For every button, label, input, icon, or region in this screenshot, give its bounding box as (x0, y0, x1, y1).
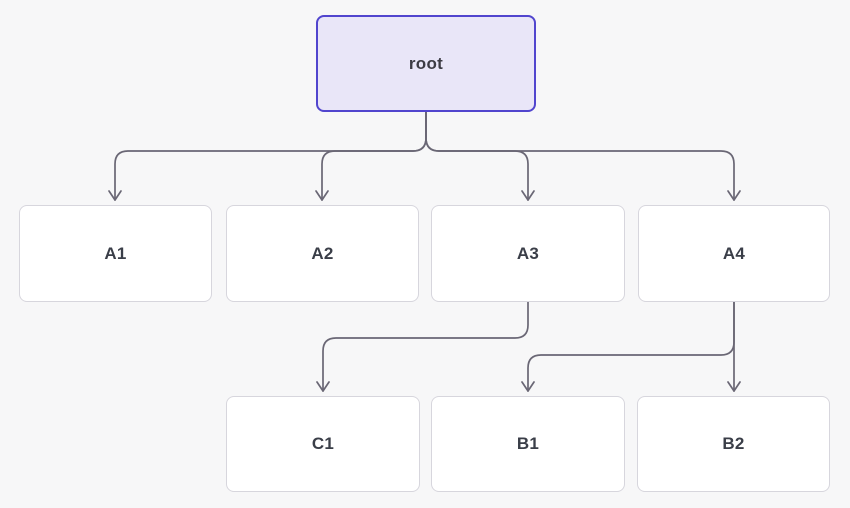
arrowhead-icon-A2 (315, 190, 329, 201)
node-label-root: root (408, 53, 444, 73)
node-label-B2: B2 (722, 434, 745, 453)
arrowhead-icon-A4 (727, 190, 741, 201)
node-label-A4: A4 (722, 243, 746, 263)
arrowhead-icon-B1 (521, 381, 535, 392)
node-A3: A3 (431, 205, 625, 302)
edge-A3-to-C1 (322, 301, 529, 392)
node-label-B1: B1 (516, 434, 540, 453)
node-B2: B2 (637, 396, 830, 492)
node-label-A1: A1 (104, 243, 127, 263)
node-A4: A4 (638, 205, 830, 302)
arrowhead-icon-A1 (108, 190, 122, 201)
edge-root-to-A3 (425, 111, 529, 201)
arrowhead-icon-A3 (521, 190, 535, 201)
node-label-A2: A2 (311, 243, 334, 263)
edge-A4-to-B1 (527, 301, 735, 392)
edge-root-to-A1 (114, 111, 427, 201)
node-root: root (316, 15, 536, 112)
edge-root-to-A4 (425, 111, 735, 201)
node-A1: A1 (19, 205, 212, 302)
node-A2: A2 (226, 205, 419, 302)
edge-root-to-A2 (321, 111, 427, 201)
node-B1: B1 (431, 396, 625, 492)
node-C1: C1 (226, 396, 420, 492)
arrowhead-icon-B2 (727, 381, 741, 392)
node-label-C1: C1 (311, 434, 335, 453)
node-label-A3: A3 (516, 243, 540, 263)
arrowhead-icon-C1 (316, 381, 330, 392)
